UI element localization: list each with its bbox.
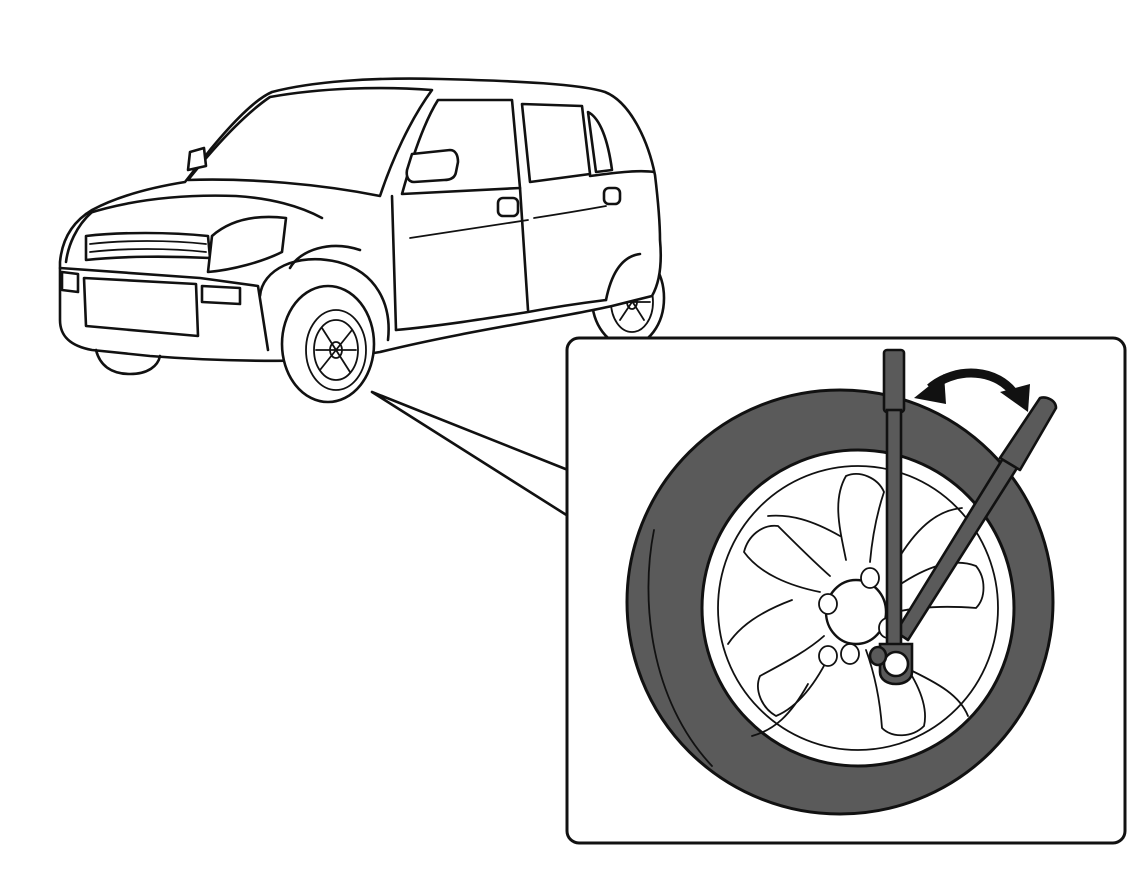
front-bumper-panel xyxy=(82,276,200,338)
lug-wrench xyxy=(868,348,914,686)
headlight xyxy=(206,215,288,274)
windshield xyxy=(186,86,434,198)
grille xyxy=(84,231,212,262)
hub xyxy=(824,578,888,646)
rear-door-handle xyxy=(602,186,622,206)
callout-leader xyxy=(370,390,570,518)
wheel-detail xyxy=(625,348,1058,816)
rotation-arrow-icon xyxy=(914,368,1030,412)
car-drawing xyxy=(58,77,666,404)
rear-side-window xyxy=(520,102,592,184)
lug-wrench-angled xyxy=(894,396,1058,642)
fog-light xyxy=(200,284,242,306)
front-wheel xyxy=(280,284,376,404)
side-marker xyxy=(60,270,80,294)
side-mirror xyxy=(405,148,460,184)
front-door-handle xyxy=(496,196,520,218)
rear-quarter-window xyxy=(586,110,614,174)
rim-spokes xyxy=(727,473,985,737)
